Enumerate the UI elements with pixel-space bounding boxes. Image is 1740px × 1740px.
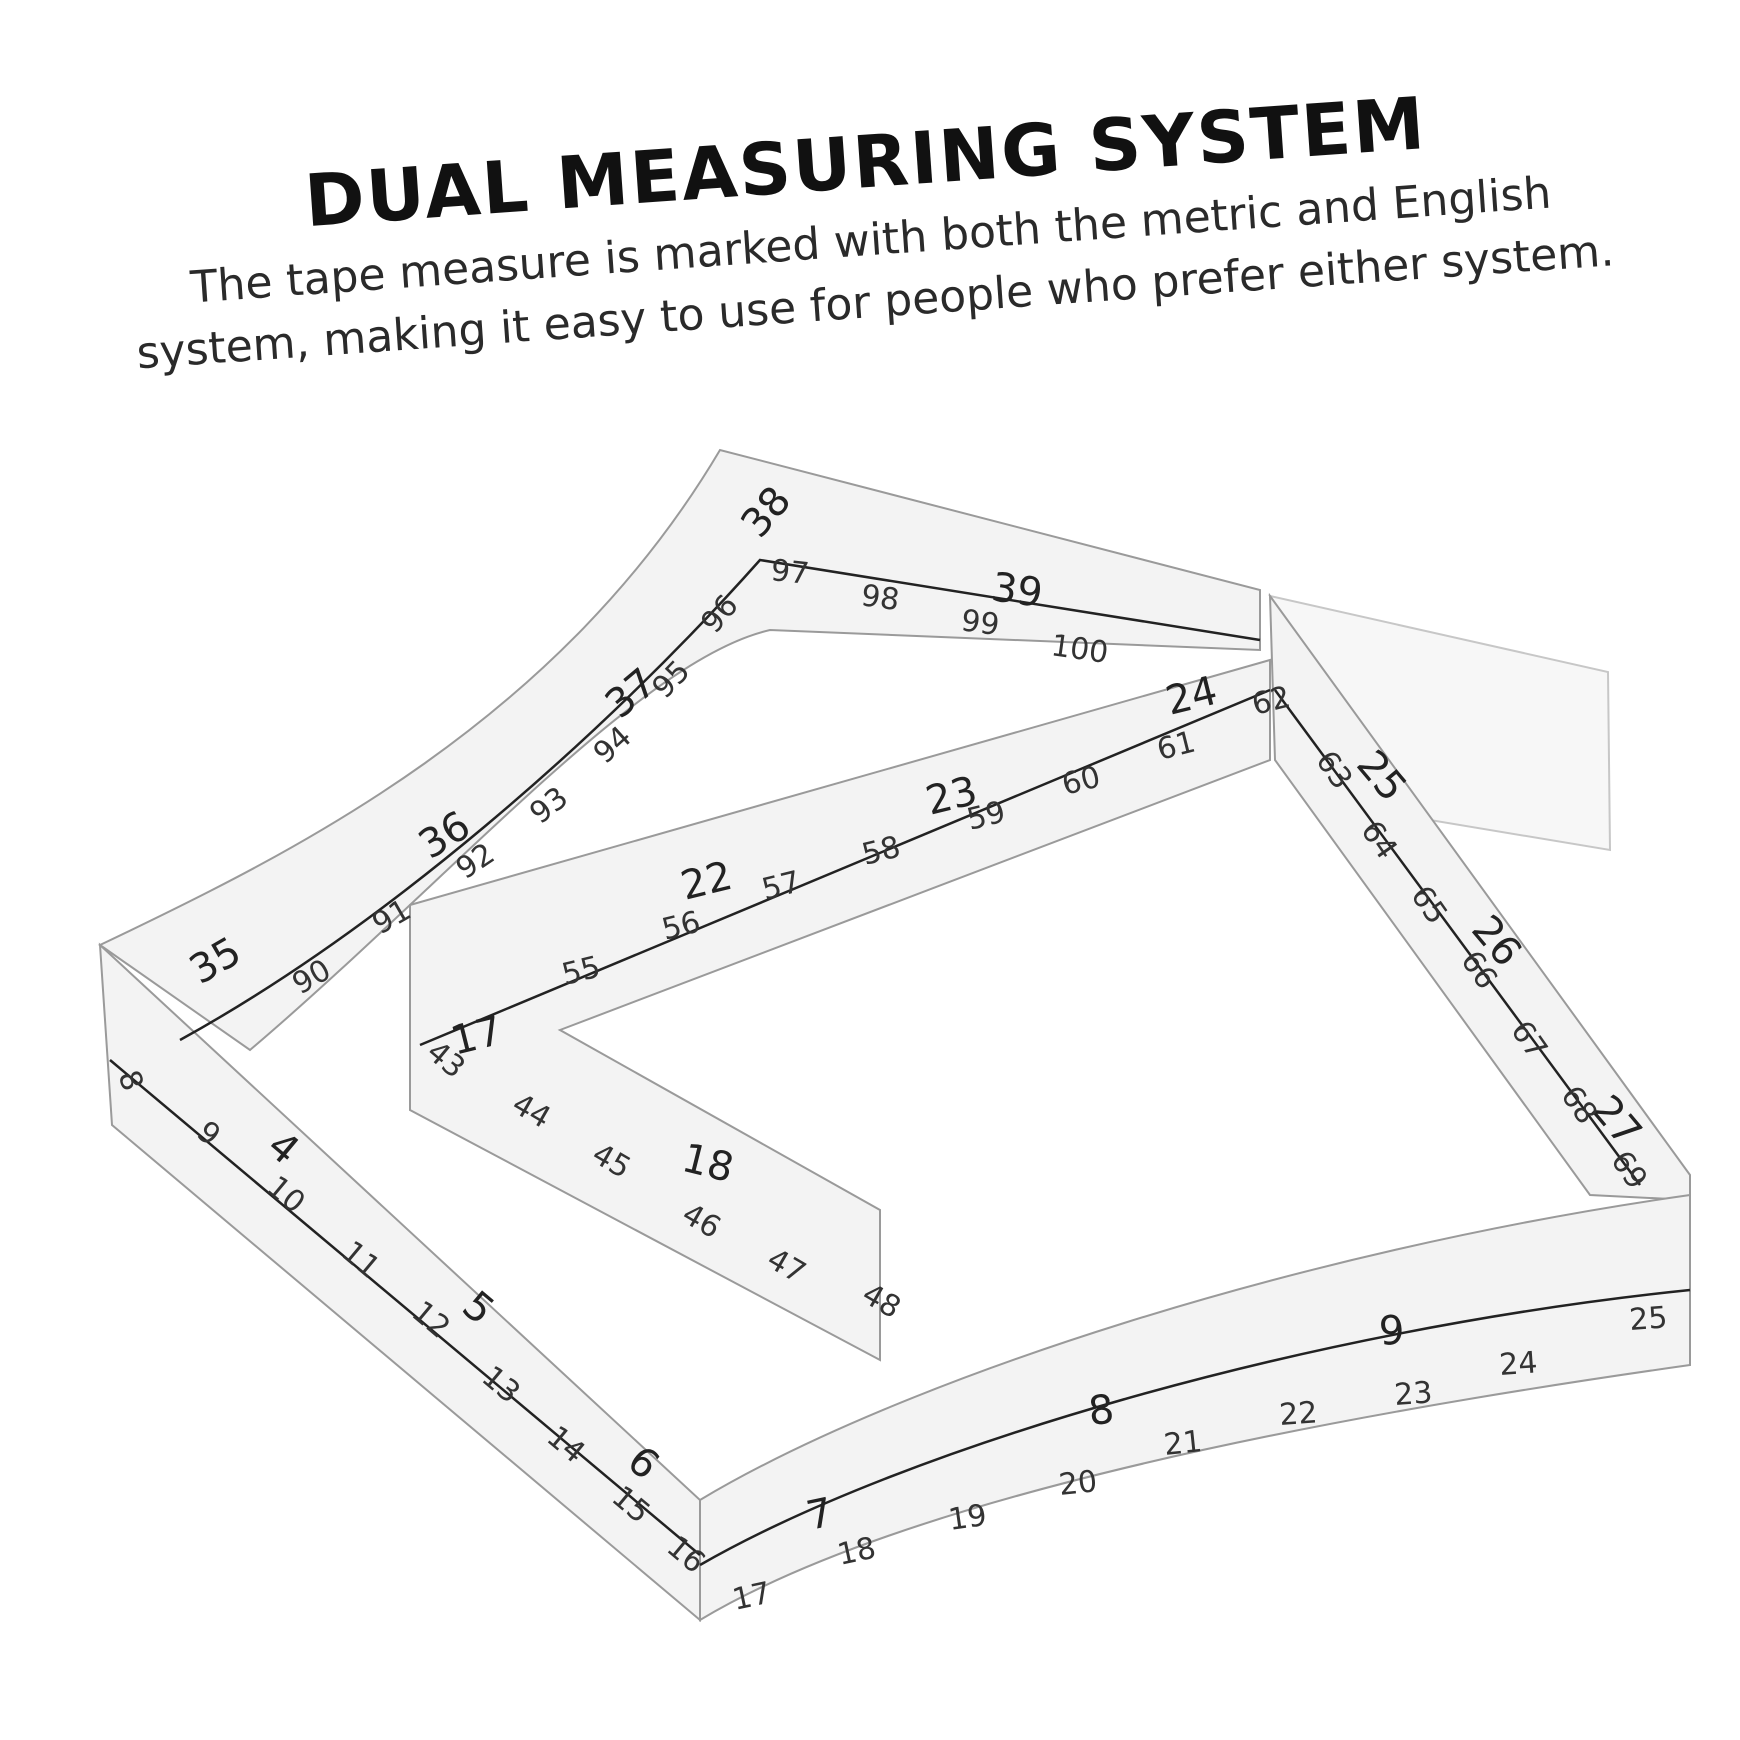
tape-segment-bottom bbox=[699, 1193, 1691, 1622]
cm-label: 24 bbox=[1498, 1345, 1539, 1383]
tape-segment-left bbox=[98, 942, 701, 1623]
tape-segment-upper-arc bbox=[98, 448, 1261, 1052]
cm-label: 97 bbox=[769, 553, 811, 592]
scale-divider-bottom bbox=[699, 1288, 1691, 1567]
inch-label: 8 bbox=[1086, 1387, 1116, 1435]
inch-label: 39 bbox=[989, 564, 1046, 617]
tape-segment-right bbox=[1268, 592, 1691, 1202]
cm-label: 19 bbox=[946, 1498, 989, 1538]
cm-label: 99 bbox=[959, 603, 1002, 643]
scale-divider-middle bbox=[419, 688, 1271, 1047]
cm-label: 21 bbox=[1162, 1424, 1204, 1463]
inch-label: 9 bbox=[1377, 1307, 1406, 1355]
cm-label: 23 bbox=[1393, 1375, 1434, 1413]
cm-label: 100 bbox=[1049, 628, 1111, 671]
cm-label: 98 bbox=[859, 578, 902, 618]
scale-divider-upper bbox=[179, 558, 1261, 1042]
scale-divider-left bbox=[109, 1059, 701, 1556]
cm-label: 20 bbox=[1057, 1464, 1099, 1503]
cm-label: 22 bbox=[1278, 1395, 1319, 1433]
cm-label: 17 bbox=[729, 1576, 774, 1618]
tape-segment-middle bbox=[409, 658, 1271, 1362]
scale-divider-right bbox=[1273, 689, 1642, 1186]
cm-label: 25 bbox=[1628, 1300, 1669, 1338]
cm-label: 18 bbox=[834, 1531, 879, 1573]
